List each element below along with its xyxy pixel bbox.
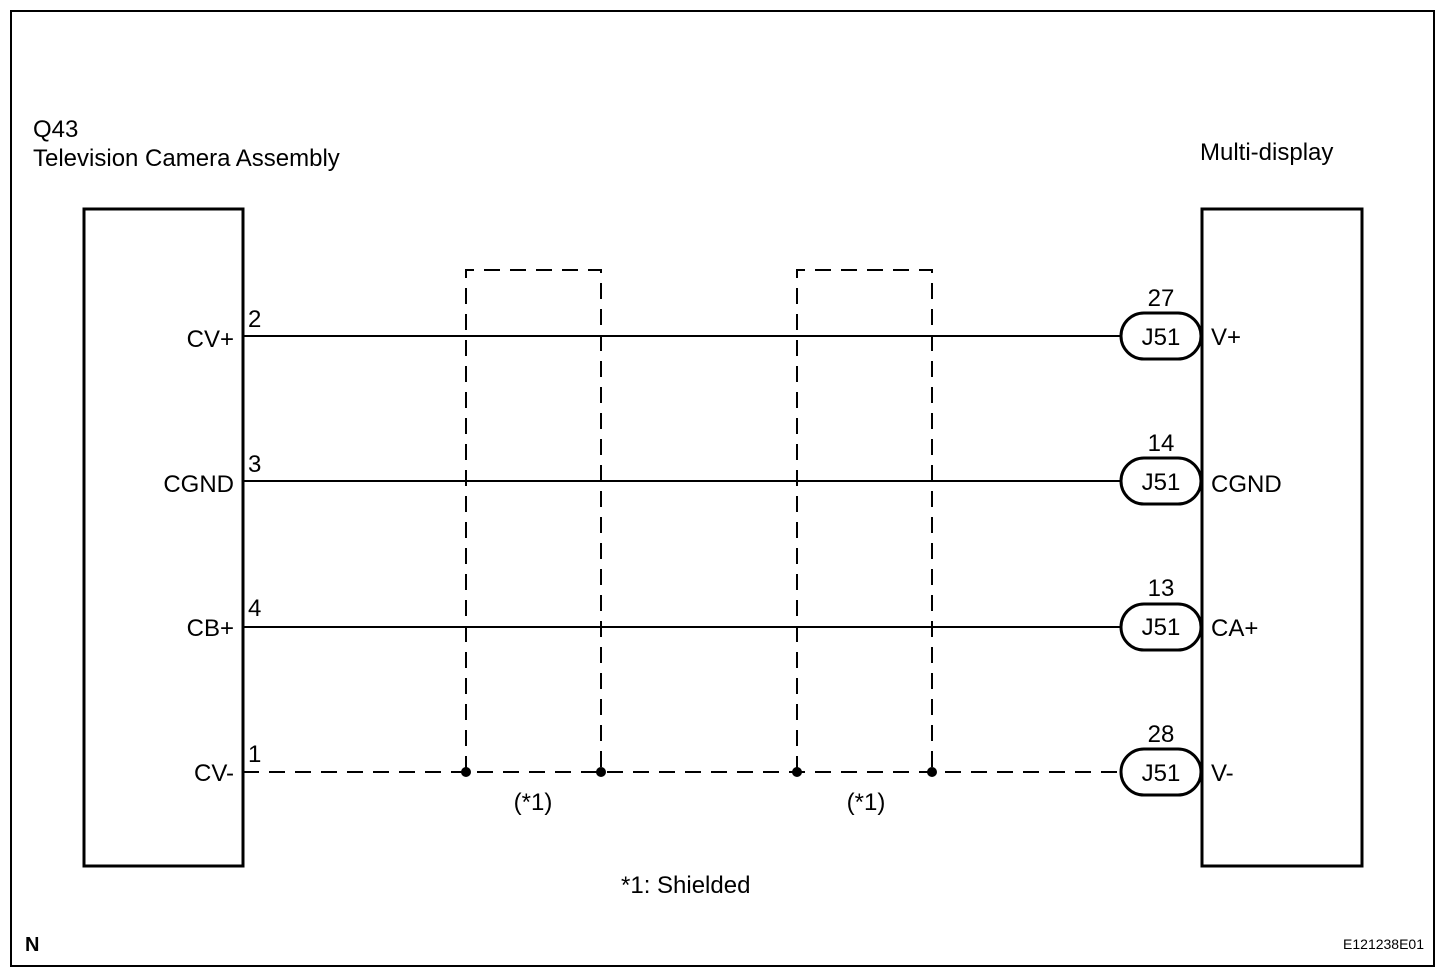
left-component-name: Television Camera Assembly <box>33 145 340 172</box>
diagram-frame <box>10 10 1435 967</box>
right-pin-number: 13 <box>1148 575 1175 602</box>
left-signal-label: CV+ <box>187 326 234 353</box>
wire-row-0: CV+ 2 27 J51 V+ <box>187 285 1241 361</box>
shield-junction-dot <box>927 767 937 777</box>
left-pin-number: 1 <box>248 741 261 768</box>
right-signal-label: CGND <box>1211 471 1282 498</box>
connector-label: J51 <box>1142 760 1181 787</box>
shield-junction-dot <box>792 767 802 777</box>
left-signal-label: CGND <box>163 471 234 498</box>
wire-row-1: CGND 3 14 J51 CGND <box>163 430 1282 506</box>
connector-pill <box>1119 602 1203 652</box>
connector-label: J51 <box>1142 614 1181 641</box>
wire-row-3: CV- 1 28 J51 V- <box>194 721 1234 797</box>
left-component-box <box>82 207 245 868</box>
shield-junction-dot <box>461 767 471 777</box>
connector-pill <box>1119 311 1203 361</box>
left-component-code: Q43 <box>33 116 78 143</box>
connector-pill <box>1119 456 1203 506</box>
shield-box-1 <box>465 269 602 772</box>
corner-mark-left: N <box>25 934 39 956</box>
right-component-name: Multi-display <box>1200 139 1333 166</box>
shield-junction-dot <box>596 767 606 777</box>
connector-label: J51 <box>1142 469 1181 496</box>
left-pin-number: 2 <box>248 306 261 333</box>
wire-row-2: CB+ 4 13 J51 CA+ <box>187 575 1258 652</box>
right-pin-number: 27 <box>1148 285 1175 312</box>
right-component-box <box>1200 207 1364 868</box>
right-pin-number: 28 <box>1148 721 1175 748</box>
right-pin-number: 14 <box>1148 430 1175 457</box>
right-signal-label: CA+ <box>1211 615 1258 642</box>
connector-pill <box>1119 747 1203 797</box>
shield-box-2 <box>796 269 933 772</box>
connector-label: J51 <box>1142 324 1181 351</box>
footnote: *1: Shielded <box>621 872 750 899</box>
shield-label-1: (*1) <box>514 789 553 816</box>
right-signal-label: V+ <box>1211 324 1241 351</box>
shield-label-2: (*1) <box>847 789 886 816</box>
left-pin-number: 4 <box>248 595 261 622</box>
left-signal-label: CB+ <box>187 615 234 642</box>
figure-code: E121238E01 <box>1343 936 1424 952</box>
left-pin-number: 3 <box>248 451 261 478</box>
right-signal-label: V- <box>1211 760 1234 787</box>
left-signal-label: CV- <box>194 760 234 787</box>
